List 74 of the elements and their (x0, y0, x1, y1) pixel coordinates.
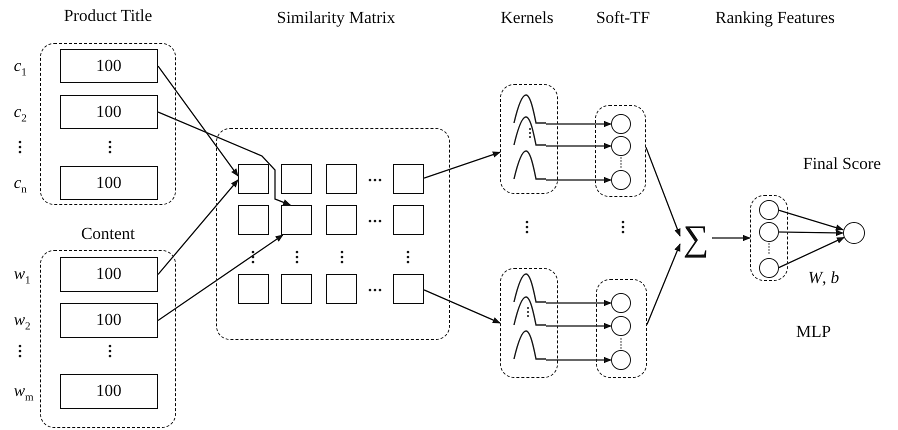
matrix-cell (392, 164, 424, 194)
variable-label: c$_{n}$ (14, 172, 27, 196)
variable-label: Final Score (803, 154, 881, 174)
column-heading: Soft-TF (596, 8, 650, 28)
dashed-group-box (596, 279, 647, 378)
kernel-curve (512, 330, 546, 360)
arrow (645, 147, 681, 237)
column-heading: Similarity Matrix (276, 8, 396, 28)
matrix-cell (392, 204, 424, 235)
neuron-circle (610, 292, 631, 313)
neuron-circle (610, 316, 631, 336)
column-heading: Kernels (500, 8, 554, 28)
neuron-circle (610, 170, 631, 190)
sum-symbol: ∑ (680, 218, 712, 258)
dashed-group-box (500, 268, 558, 378)
column-heading: Ranking Features (715, 8, 835, 28)
arrow (546, 356, 612, 364)
neuron-circle (758, 200, 779, 220)
arrow (778, 230, 844, 236)
matrix-cell (238, 204, 269, 235)
embedding-box: 100 (60, 374, 158, 409)
neuron-circle (758, 258, 779, 278)
dashed-group-box (500, 84, 558, 194)
neuron-circle (843, 222, 865, 244)
arrow (712, 234, 751, 242)
arrow (424, 289, 501, 324)
group-heading: Content (81, 224, 135, 244)
arrow (157, 66, 239, 177)
arrow (158, 179, 239, 275)
arrow (546, 142, 612, 150)
variable-label: c$_{1}$ (14, 56, 27, 78)
variable-label: w$_{m}$ (14, 380, 34, 404)
arrow (778, 209, 844, 231)
kernel-curve (512, 150, 546, 180)
neuron-circle (758, 222, 779, 242)
neuron-circle (610, 114, 631, 134)
embedding-box: 100 (60, 256, 158, 292)
matrix-cell (280, 164, 312, 194)
arrow (646, 243, 681, 325)
arrow (546, 120, 612, 128)
dashed-group-box (595, 105, 646, 197)
annotation-text: MLP (796, 322, 831, 342)
variable-label: w$_{1}$ (14, 264, 31, 286)
arrow (158, 111, 292, 206)
arrow (546, 300, 612, 306)
embedding-box: 100 (60, 166, 158, 200)
matrix-cell (238, 164, 269, 194)
group-heading: Product Title (64, 6, 152, 26)
matrix-cell (280, 204, 312, 235)
arrow (546, 176, 612, 184)
kernel-curve (512, 296, 546, 326)
neuron-circle (610, 136, 631, 156)
matrix-cell (280, 274, 312, 304)
arrow (158, 234, 284, 322)
variable-label: c$_{2}$ (14, 102, 27, 124)
kernel-curve (512, 116, 546, 146)
matrix-cell (326, 204, 357, 235)
arrow (424, 152, 501, 179)
embedding-box: 100 (60, 302, 158, 338)
matrix-cell (326, 164, 357, 194)
arrow (546, 322, 612, 330)
variable-label: w$_{2}$ (14, 310, 31, 332)
matrix-cell (326, 274, 357, 304)
neuron-circle (610, 350, 631, 370)
dashed-group-box (216, 128, 450, 340)
arrow (778, 236, 845, 269)
embedding-box: 100 (60, 48, 158, 83)
kernel-curve (512, 272, 546, 303)
annotation-text: W, b (808, 268, 840, 288)
kernel-curve (512, 94, 546, 124)
matrix-cell (392, 274, 424, 304)
dashed-group-box (750, 195, 788, 281)
matrix-cell (238, 274, 269, 304)
embedding-box: 100 (60, 94, 158, 129)
